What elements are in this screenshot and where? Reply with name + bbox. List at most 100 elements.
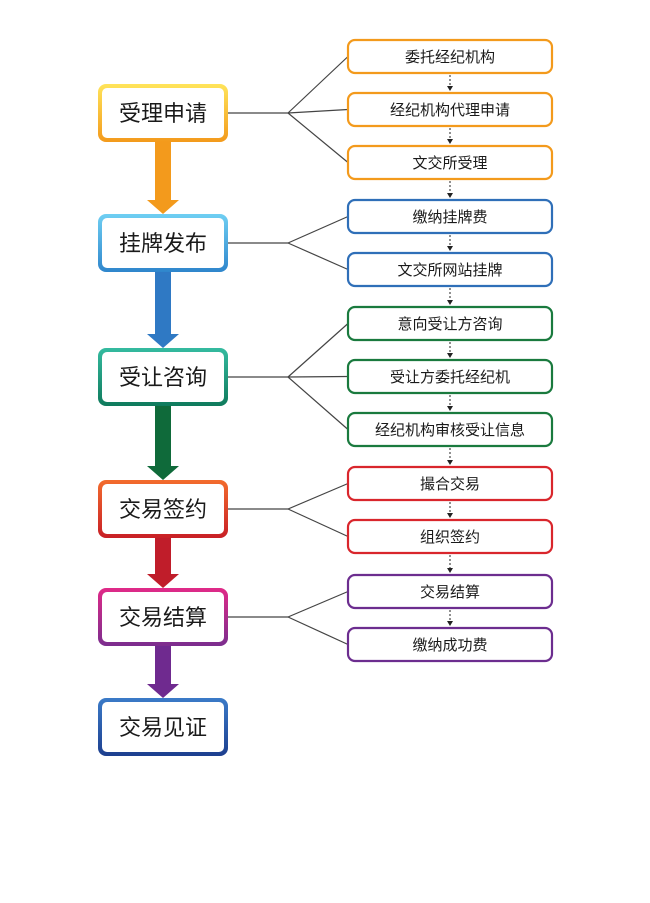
stage-label: 挂牌发布 <box>119 232 207 257</box>
down-arrow-icon <box>147 646 179 698</box>
stage-2: 挂牌发布 <box>98 214 228 272</box>
step-box <box>346 518 554 555</box>
flow-arrow-3 <box>147 406 179 480</box>
flow-arrow-5 <box>147 646 179 698</box>
stage-4-connectors <box>228 482 349 538</box>
connector-line <box>287 590 349 618</box>
step-5-2: 缴纳成功费 <box>346 626 554 663</box>
stage-2-connectors <box>228 215 349 271</box>
down-arrow-icon <box>147 538 179 588</box>
stage-5: 交易结算 <box>98 588 228 646</box>
arrowhead-icon <box>447 406 453 411</box>
down-arrow-icon <box>147 272 179 348</box>
stage-label: 交易见证 <box>119 716 207 741</box>
stage-box-inner <box>102 702 224 752</box>
connector-line <box>287 215 349 244</box>
step-label: 受让方委托经纪机 <box>390 368 510 386</box>
stage-box-inner <box>102 218 224 268</box>
step-label: 文交所受理 <box>412 154 487 172</box>
connector-line <box>287 375 349 378</box>
stage-label: 交易结算 <box>119 606 207 631</box>
step-box <box>346 411 554 448</box>
step-label: 缴纳挂牌费 <box>412 208 487 226</box>
step-2-1: 缴纳挂牌费 <box>346 198 554 235</box>
stage-box-inner <box>102 88 224 138</box>
step-box <box>346 305 554 342</box>
arrowhead-icon <box>447 246 453 251</box>
step-box <box>346 251 554 288</box>
arrowhead-icon <box>447 353 453 358</box>
stage-box-inner <box>102 352 224 402</box>
step-box <box>346 38 554 75</box>
down-arrow-icon <box>147 406 179 480</box>
step-label: 经纪机构审核受让信息 <box>375 421 525 439</box>
step-arrow <box>447 448 453 465</box>
step-box <box>346 198 554 235</box>
step-arrow <box>447 235 453 251</box>
stage-4: 交易签约 <box>98 480 228 538</box>
step-1-3: 文交所受理 <box>346 144 554 181</box>
stage-label: 交易签约 <box>119 498 207 523</box>
step-box <box>346 573 554 610</box>
connector-line <box>287 616 349 646</box>
step-arrow <box>447 75 453 91</box>
down-arrow-icon <box>147 142 179 214</box>
connector-line <box>287 112 349 163</box>
step-arrow <box>447 181 453 198</box>
step-label: 文交所网站挂牌 <box>397 261 502 279</box>
connector-line <box>287 376 349 430</box>
step-3-2: 受让方委托经纪机 <box>346 358 554 395</box>
stage-box-inner <box>102 592 224 642</box>
step-box <box>346 91 554 128</box>
step-box <box>346 144 554 181</box>
stage-6: 交易见证 <box>98 698 228 756</box>
connector-line <box>287 56 349 114</box>
connector-line <box>287 242 349 271</box>
step-arrow <box>447 128 453 144</box>
step-label: 经纪机构代理申请 <box>390 101 510 119</box>
step-arrow <box>447 502 453 518</box>
flow-arrow-1 <box>147 142 179 214</box>
step-label: 交易结算 <box>420 583 480 601</box>
flow-arrow-2 <box>147 272 179 348</box>
stage-label: 受让咨询 <box>119 366 207 391</box>
step-label: 撮合交易 <box>420 475 480 493</box>
step-2-2: 文交所网站挂牌 <box>346 251 554 288</box>
step-arrow <box>447 555 453 573</box>
stage-3-connectors <box>228 323 349 430</box>
step-label: 委托经纪机构 <box>405 48 495 66</box>
step-1-2: 经纪机构代理申请 <box>346 91 554 128</box>
step-box <box>346 465 554 502</box>
step-3-3: 经纪机构审核受让信息 <box>346 411 554 448</box>
arrowhead-icon <box>447 300 453 305</box>
connector-line <box>287 482 349 510</box>
step-box <box>346 358 554 395</box>
stage-box-inner <box>102 484 224 534</box>
arrowhead-icon <box>447 460 453 465</box>
step-box <box>346 626 554 663</box>
stage-5-connectors <box>228 590 349 646</box>
step-1-1: 委托经纪机构 <box>346 38 554 75</box>
step-label: 缴纳成功费 <box>412 636 487 654</box>
connector-line <box>287 508 349 538</box>
step-arrow <box>447 395 453 411</box>
step-5-1: 交易结算 <box>346 573 554 610</box>
arrowhead-icon <box>447 513 453 518</box>
step-label: 组织签约 <box>420 528 480 546</box>
step-4-1: 撮合交易 <box>346 465 554 502</box>
arrowhead-icon <box>447 621 453 626</box>
step-arrow <box>447 610 453 626</box>
step-3-1: 意向受让方咨询 <box>346 305 554 342</box>
step-4-2: 组织签约 <box>346 518 554 555</box>
step-label: 意向受让方咨询 <box>397 315 502 333</box>
arrowhead-icon <box>447 86 453 91</box>
connector-line <box>287 323 349 378</box>
connector-line <box>287 108 349 114</box>
arrowhead-icon <box>447 568 453 573</box>
step-arrow <box>447 288 453 305</box>
flow-arrow-4 <box>147 538 179 588</box>
step-arrow <box>447 342 453 358</box>
stage-3: 受让咨询 <box>98 348 228 406</box>
arrowhead-icon <box>447 193 453 198</box>
